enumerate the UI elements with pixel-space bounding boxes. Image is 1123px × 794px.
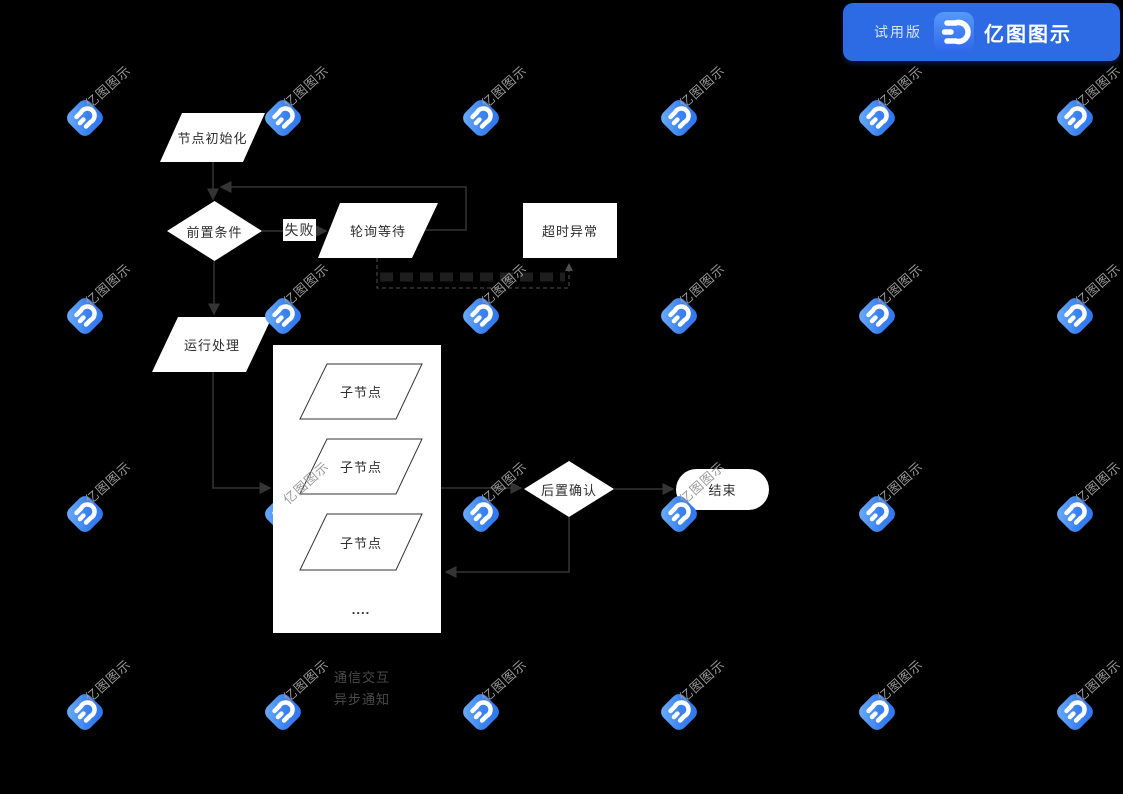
watermark-logo-icon bbox=[63, 492, 107, 536]
watermark-text: 亿图图示 bbox=[478, 62, 530, 112]
watermark-text: 亿图图示 bbox=[676, 656, 728, 706]
watermark-logo-icon bbox=[657, 294, 701, 338]
watermark-text: 亿图图示 bbox=[676, 62, 728, 112]
watermark-text: 亿图图示 bbox=[1072, 62, 1123, 112]
watermark-text: 亿图图示 bbox=[478, 656, 530, 706]
container-ellipsis-label: .... bbox=[351, 601, 371, 617]
edge-postconfirm-loopback[interactable] bbox=[444, 517, 570, 578]
watermark-text: 亿图图示 bbox=[1072, 260, 1123, 310]
trial-banner[interactable]: 试用版 亿图图示 bbox=[843, 3, 1120, 61]
brand-name: 亿图图示 bbox=[984, 23, 1072, 46]
watermark-text: 亿图图示 bbox=[478, 458, 530, 508]
watermark-text: 亿图图示 bbox=[82, 62, 134, 112]
node-postconfirm-label: 后置确认 bbox=[540, 482, 597, 498]
watermark-logo-icon bbox=[261, 690, 305, 734]
watermark-logo-icon bbox=[261, 294, 305, 338]
watermark-logo-icon bbox=[459, 96, 503, 140]
edraw-app-icon bbox=[934, 12, 974, 52]
watermark-text: 亿图图示 bbox=[280, 62, 332, 112]
watermark-text: 亿图图示 bbox=[1072, 656, 1123, 706]
node-timeout-label: 超时异常 bbox=[541, 224, 598, 239]
watermark-logo-icon bbox=[63, 96, 107, 140]
watermark-logo-icon bbox=[855, 690, 899, 734]
watermark-logo-icon bbox=[657, 690, 701, 734]
watermark-logo-icon bbox=[1053, 690, 1097, 734]
watermark-text: 亿图图示 bbox=[82, 260, 134, 310]
legend: 通信交互 异步通知 bbox=[334, 667, 390, 711]
trial-version-label: 试用版 bbox=[874, 24, 922, 40]
watermark-text: 亿图图示 bbox=[280, 656, 332, 706]
node-end-label: 结束 bbox=[708, 483, 737, 498]
watermark-logo-icon bbox=[459, 294, 503, 338]
watermark-text: 亿图图示 bbox=[874, 62, 926, 112]
node-child3-label: 子节点 bbox=[339, 535, 382, 551]
node-timeout-rectangle[interactable] bbox=[523, 203, 617, 258]
watermark-logo-icon bbox=[855, 492, 899, 536]
node-end-terminator[interactable] bbox=[676, 469, 769, 510]
watermark-text: 亿图图示 bbox=[82, 656, 134, 706]
watermark-logo-icon bbox=[459, 690, 503, 734]
watermark-logo-icon bbox=[1053, 96, 1097, 140]
edraw-logo-glyph bbox=[941, 19, 971, 45]
edge-run-to-container[interactable] bbox=[212, 372, 272, 494]
watermark-text: 亿图图示 bbox=[874, 656, 926, 706]
watermark-logo-icon bbox=[261, 96, 305, 140]
watermark-logo-icon bbox=[1053, 492, 1097, 536]
watermark-logo-icon bbox=[657, 96, 701, 140]
watermark-logo-icon bbox=[855, 96, 899, 140]
legend-line-communication: 通信交互 bbox=[334, 670, 391, 685]
watermark-logo-icon bbox=[63, 690, 107, 734]
watermark-text: 亿图图示 bbox=[874, 458, 926, 508]
watermark-logo-icon bbox=[63, 294, 107, 338]
watermark-text: 亿图图示 bbox=[1072, 458, 1123, 508]
watermark-text: 亿图图示 bbox=[874, 260, 926, 310]
legend-line-async: 异步通知 bbox=[334, 692, 391, 707]
watermark-text: 亿图图示 bbox=[478, 260, 530, 310]
node-child1-label: 子节点 bbox=[339, 385, 382, 400]
node-polling-label: 轮询等待 bbox=[349, 224, 406, 239]
node-run-label: 运行处理 bbox=[183, 338, 240, 353]
watermark-text: 亿图图示 bbox=[676, 260, 728, 310]
node-precondition-label: 前置条件 bbox=[186, 224, 243, 240]
watermark-logo-icon bbox=[1053, 294, 1097, 338]
watermark-text: 亿图图示 bbox=[280, 260, 332, 310]
watermark-text: 亿图图示 bbox=[82, 458, 134, 508]
edge-label-fail[interactable]: 失败 bbox=[283, 219, 316, 241]
watermark-logo-icon bbox=[657, 492, 701, 536]
watermark-logo-icon bbox=[855, 294, 899, 338]
edge-polling-to-timeout-dashed[interactable] bbox=[376, 258, 573, 289]
node-init-label: 节点初始化 bbox=[177, 131, 248, 146]
